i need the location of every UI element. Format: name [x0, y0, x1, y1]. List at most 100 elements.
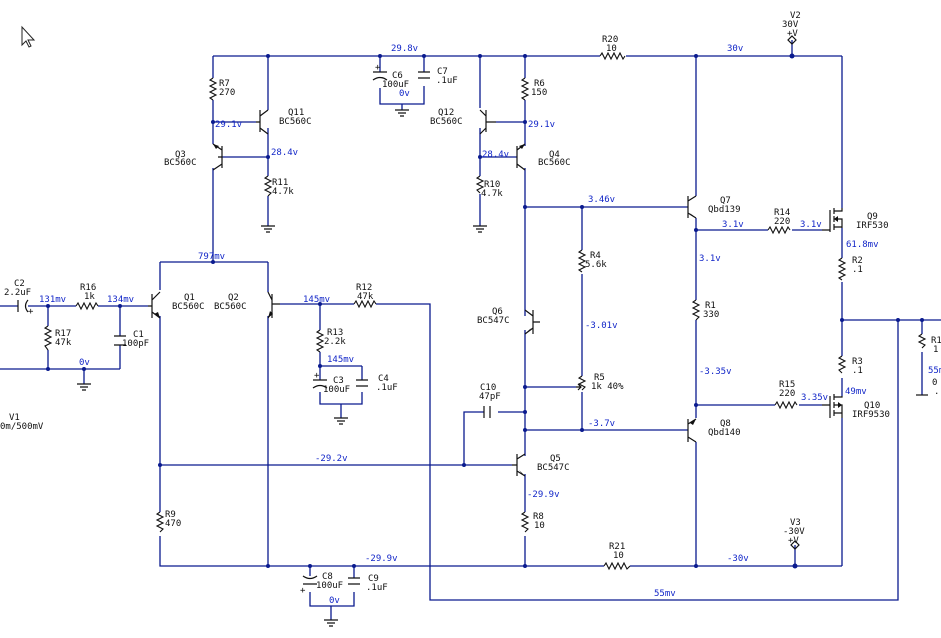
- label-q12: Q12: [438, 108, 454, 118]
- label-q2: Q2: [228, 293, 239, 303]
- label-c4: C4: [378, 374, 389, 384]
- label-q6v: BC547C: [477, 316, 510, 326]
- label-q3v: BC560C: [164, 158, 197, 168]
- voltage-n29_9b: -29.9v: [365, 554, 398, 564]
- label-v3: V3: [790, 518, 801, 528]
- transistor-q10: [822, 394, 843, 418]
- supply-symbols: [787, 35, 800, 550]
- label-r15v: 220: [779, 389, 795, 399]
- label-q10v: IRF9530: [852, 410, 890, 420]
- label-q9v: IRF530: [856, 221, 889, 231]
- label-r17v: 47k: [55, 338, 72, 348]
- capacitor-c3: [312, 379, 328, 389]
- label-r7v: 270: [219, 88, 235, 98]
- grounds: [77, 109, 487, 627]
- label-r20: R20: [602, 35, 618, 45]
- label-q4v: BC560C: [538, 158, 571, 168]
- label-r2: R2: [852, 256, 863, 266]
- label-q6: Q6: [492, 307, 503, 317]
- label-v1: V1: [9, 413, 20, 423]
- resistor-r20: [599, 51, 626, 61]
- label-c7: C7: [437, 67, 448, 77]
- label-r20v: 10: [606, 44, 617, 54]
- label-q1v: BC560C: [172, 302, 205, 312]
- svg-text:+: +: [300, 586, 306, 596]
- voltage-n3_1a: 3.1v: [722, 220, 744, 230]
- capacitor-c7: [418, 71, 430, 79]
- label-q11v: BC560C: [279, 117, 312, 127]
- label-v3v: -30V: [783, 527, 805, 537]
- label-c10: C10: [480, 383, 496, 393]
- voltage-n797: 797mv: [198, 252, 225, 262]
- label-r10v: 4.7k: [481, 189, 503, 199]
- voltage-n30: 30v: [727, 44, 743, 54]
- transistors: [148, 109, 843, 477]
- transistor-q12: [479, 109, 496, 135]
- voltage-n134: 134mv: [107, 295, 134, 305]
- label-q3: Q3: [175, 150, 186, 160]
- voltage-n3_35b: 3.35v: [801, 393, 828, 403]
- wires: [0, 40, 941, 620]
- label-r1x: R1: [931, 336, 941, 346]
- label-r1: R1: [705, 301, 716, 311]
- label-r6: R6: [534, 79, 545, 89]
- voltage-n3_01: -3.01v: [585, 321, 618, 331]
- supply-v2: [787, 35, 797, 45]
- resistor-r12: [353, 299, 377, 309]
- arrow-pointer-icon: [21, 25, 36, 48]
- label-c1v: 100pF: [122, 339, 149, 349]
- label-r16: R16: [80, 283, 96, 293]
- transistor-q1: [148, 291, 161, 319]
- label-q4: Q4: [549, 150, 560, 160]
- label-q7v: Qbd139: [708, 205, 741, 215]
- resistor-r16: [75, 301, 99, 311]
- capacitor-c8: [302, 575, 318, 585]
- resistor-r9: [155, 511, 165, 533]
- voltage-n29_8: 29.8v: [391, 44, 418, 54]
- voltage-n3_1c: 3.1v: [699, 254, 721, 264]
- label-v2p: +V: [787, 29, 798, 39]
- capacitor-c10: [483, 406, 491, 418]
- svg-text:+: +: [314, 371, 320, 381]
- label-r1v: 330: [703, 310, 719, 320]
- label-c6v: 100uF: [382, 80, 409, 90]
- label-r4: R4: [590, 251, 601, 261]
- voltage-n131: 131mv: [39, 295, 66, 305]
- resistor-r8: [520, 511, 530, 533]
- label-r15: R15: [779, 380, 795, 390]
- resistor-r3: [837, 355, 847, 374]
- transistor-q9: [822, 208, 843, 232]
- label-c9v: .1uF: [366, 583, 388, 593]
- label-r2v: .1: [852, 265, 863, 275]
- label-r14: R14: [774, 208, 790, 218]
- component-labels: V230V+VR2010C6100uFC7.1uFR7270R6150Q11BC…: [0, 11, 941, 593]
- voltage-n29_9a: -29.9v: [527, 490, 560, 500]
- resistors: [43, 51, 927, 571]
- transistor-q4: [516, 143, 526, 171]
- label-c8v: 100uF: [316, 581, 343, 591]
- label-c6: C6: [392, 71, 403, 81]
- transistor-q8: [687, 418, 697, 443]
- label-c7v: .1uF: [436, 76, 458, 86]
- partial-labels: 0.: [932, 378, 939, 397]
- label-q1: Q1: [184, 293, 195, 303]
- resistor-r10: [475, 175, 485, 194]
- label-q10: Q10: [864, 401, 880, 411]
- voltage-n0c: 0v: [329, 596, 340, 606]
- label-v2v: 30V: [782, 20, 799, 30]
- label-r9: R9: [165, 510, 176, 520]
- resistor-r7: [208, 77, 218, 101]
- label-c3v: 100uF: [323, 385, 350, 395]
- label-r13: R13: [327, 328, 343, 338]
- voltage-n55a: 55m: [928, 366, 941, 376]
- resistor-r6: [520, 77, 530, 101]
- resistor-r14: [767, 225, 791, 235]
- voltage-n3_1b: 3.1v: [800, 220, 822, 230]
- partial-px1: 0: [932, 378, 937, 388]
- label-r3v: .1: [852, 366, 863, 376]
- label-c2v: 2.2uF: [4, 288, 31, 298]
- label-q11: Q11: [288, 108, 304, 118]
- resistor-r2: [837, 257, 847, 281]
